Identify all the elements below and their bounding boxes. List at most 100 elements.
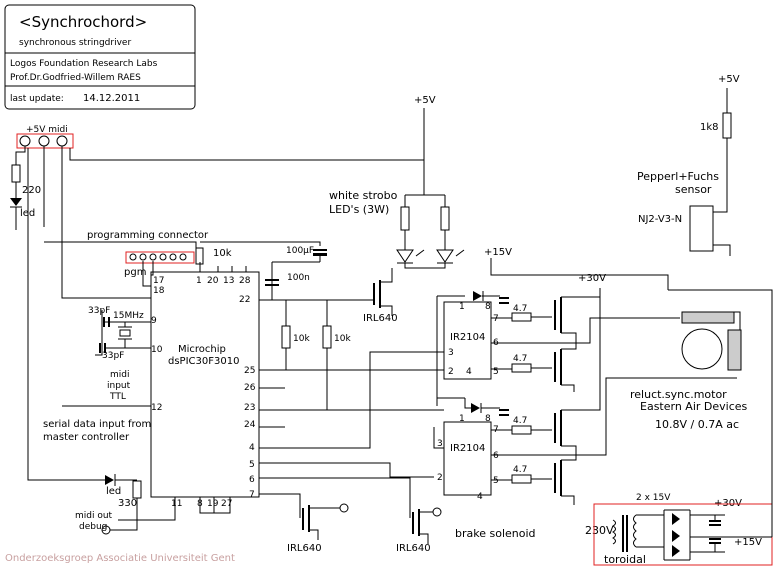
midi-conn-label: +5V midi: [26, 125, 68, 135]
mcu-label-2: dsPIC30F3010: [168, 356, 239, 367]
prog-conn-label: programming connector: [87, 230, 209, 241]
ira-pin5: 5: [493, 367, 499, 377]
resistor-1k8: [722, 112, 732, 139]
title: <Synchrochord>: [19, 13, 147, 31]
r10k-b-label: 10k: [334, 334, 351, 344]
motor-label-2: Eastern Air Devices: [640, 400, 748, 413]
irb-pin4: 4: [477, 492, 483, 502]
r10k-a-label: 10k: [293, 334, 310, 344]
v230-label: 230V: [585, 524, 614, 537]
r47-c-label: 4.7: [513, 416, 527, 426]
crystal-15mhz: [118, 322, 132, 348]
author-label: Prof.Dr.Godfried-Willem RAES: [10, 73, 141, 83]
resistor-4-7-d: [511, 474, 532, 484]
resistor-10k-b: [322, 325, 332, 349]
irb-pin3: 3: [437, 439, 443, 449]
mosfet-irl640-c: [412, 507, 442, 544]
ira-pin7: 7: [493, 314, 499, 324]
irl-a-label: IRL640: [363, 313, 398, 324]
v15-top-label: +15V: [484, 247, 512, 258]
pin-20: 20: [207, 276, 219, 286]
pin-18: 18: [153, 286, 165, 296]
pgm-label: pgm: [124, 267, 146, 278]
mosfet-high-b: [554, 410, 562, 446]
tr-sec-label: 2 x 15V: [636, 493, 671, 503]
pin-5: 5: [249, 460, 255, 470]
ira-pin8: 8: [485, 302, 491, 312]
brake-label: brake solenoid: [455, 527, 536, 540]
r47-b-label: 4.7: [513, 354, 527, 364]
r330-label: 330: [118, 498, 137, 509]
ir2104-a-label: IR2104: [450, 332, 485, 343]
proximity-sensor: [689, 205, 714, 252]
strobe-resistor-2: [440, 206, 450, 231]
resistor-10k-top: [195, 247, 204, 265]
pin-9: 9: [151, 316, 157, 326]
motor-label-3: 10.8V / 0.7A ac: [655, 418, 739, 431]
org-label: Logos Foundation Research Labs: [10, 59, 158, 69]
pin-4: 4: [249, 443, 255, 453]
v5-right-label: +5V: [718, 74, 740, 85]
irb-pin8: 8: [485, 414, 491, 424]
strobe-led-2: [436, 249, 465, 264]
irl-c-label: IRL640: [396, 543, 431, 554]
mcu-label-1: Microchip: [178, 344, 226, 355]
pin-27: 27: [221, 499, 232, 509]
irb-pin1: 1: [459, 414, 465, 424]
resistor-10k-a: [281, 325, 291, 349]
pin-26: 26: [244, 383, 256, 393]
irb-pin5: 5: [493, 476, 499, 486]
midi-in-3: TTL: [109, 392, 126, 402]
v15-bot-label: +15V: [734, 537, 762, 548]
r1k8-label: 1k8: [700, 122, 719, 133]
pin-13: 13: [223, 276, 234, 286]
strobe-label-1: white strobo: [329, 189, 398, 202]
midi-in-2: input: [107, 381, 131, 391]
mosfet-high-a: [554, 297, 562, 333]
r10k-top-label: 10k: [213, 248, 232, 259]
ir2104-b: [443, 421, 492, 496]
led-bottom: [105, 474, 137, 486]
midi-out-2: debug: [79, 522, 107, 532]
serial-2: master controller: [43, 432, 130, 443]
resistor-4-7-b: [511, 363, 532, 373]
sensor-label-1: Pepperl+Fuchs: [637, 170, 719, 183]
subtitle: synchronous stringdriver: [19, 38, 131, 48]
pin-19: 19: [207, 499, 219, 509]
sync-motor: [681, 311, 742, 371]
sensor-label-3: NJ2-V3-N: [638, 214, 682, 225]
toroidal-label: toroidal: [604, 553, 646, 566]
motor-label-1: reluct.sync.motor: [630, 388, 727, 401]
irb-pin6: 6: [493, 451, 499, 461]
midi-connector: +5V midi: [16, 125, 74, 149]
credit-text: Onderzoeksgroep Associatie Universiteit …: [5, 553, 235, 564]
title-block: <Synchrochord> synchronous stringdriver …: [4, 4, 196, 110]
prog-connector: [125, 251, 195, 264]
serial-1: serial data input from: [43, 419, 151, 430]
resistor-4-7-c: [511, 425, 532, 435]
irl-b-label: IRL640: [287, 543, 322, 554]
ira-pin2: 2: [448, 367, 454, 377]
resistor-220: [11, 164, 21, 183]
sensor-label-2: sensor: [675, 183, 712, 196]
pin-12: 12: [151, 403, 162, 413]
pin-10: 10: [151, 345, 163, 355]
mcu-chip: [150, 271, 260, 498]
led-bottom-label: led: [106, 486, 121, 497]
bootstrap-diode-b: [464, 398, 500, 413]
v30-top-label: +30V: [578, 273, 606, 284]
pin-23: 23: [244, 403, 255, 413]
ir2104-b-label: IR2104: [450, 443, 485, 454]
r220-label: 220: [22, 185, 41, 196]
strobe-led-1: [396, 249, 425, 264]
cap100n-label: 100n: [287, 273, 310, 283]
mosfet-irl640-b: [302, 503, 349, 540]
pin-11: 11: [171, 499, 182, 509]
v5-mid-label: +5V: [414, 95, 436, 106]
midi-in-1: midi: [110, 370, 129, 380]
cap33p-b-label: 33pF: [102, 351, 124, 361]
update-label: last update:: [10, 94, 64, 104]
midi-out-1: midi out: [75, 511, 113, 521]
cap-100uf: [313, 249, 327, 256]
